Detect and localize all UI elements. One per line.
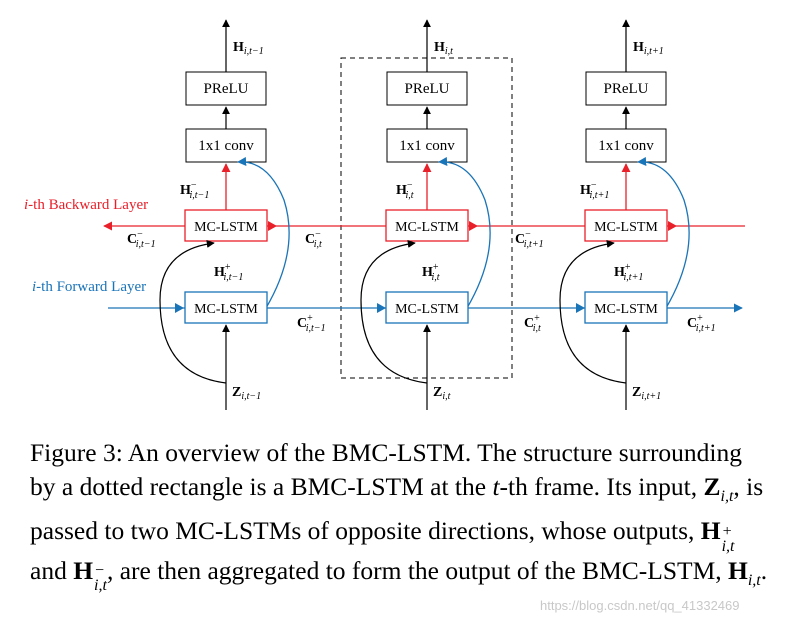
h-minus-label: H−i,t+1 [580, 180, 609, 201]
figure-caption: Figure 3: An overview of the BMC-LSTM. T… [30, 438, 768, 595]
mc-lstm-forward [584, 291, 668, 324]
cell-state-back-label: C−i,t [305, 229, 322, 250]
svg-text:1x1 conv: 1x1 conv [598, 138, 654, 154]
output-label: Hi,t−1 [233, 40, 264, 57]
block-t: Hi,t PReLU 1x1 conv H−i,t H+i,t MC-LSTM … [360, 19, 491, 410]
svg-text:1x1 conv: 1x1 conv [198, 138, 254, 154]
input-label: Zi,t−1 [232, 385, 261, 402]
svg-text:MC-LSTM: MC-LSTM [194, 302, 258, 317]
cell-state-fwd-label: C+i,t−1 [297, 313, 326, 334]
forward-layer-label: i-th Forward Layer [32, 279, 146, 295]
svg-text:PReLU: PReLU [204, 81, 249, 97]
svg-text:MC-LSTM: MC-LSTM [594, 302, 658, 317]
svg-text:MC-LSTM: MC-LSTM [594, 220, 658, 235]
svg-text:MC-LSTM: MC-LSTM [194, 220, 258, 235]
h-plus-label: H+i,t [422, 262, 440, 283]
svg-text:MC-LSTM: MC-LSTM [395, 220, 459, 235]
mc-lstm-backward [184, 209, 268, 242]
block-t-plus-1: Hi,t+1 PReLU 1x1 conv H−i,t+1 H+i,t+1 MC… [559, 19, 690, 410]
prelu-box [185, 71, 267, 106]
input-label: Zi,t [433, 385, 451, 402]
output-label: Hi,t [434, 40, 453, 57]
mc-lstm-forward [184, 291, 268, 324]
bmc-lstm-diagram: i-th Backward Layer i-th Forward Layer H… [24, 19, 745, 410]
mc-lstm-backward [385, 209, 469, 242]
cell-state-fwd-label: C+i,t+1 [687, 313, 716, 334]
h-minus-label: H−i,t [396, 180, 414, 201]
cell-state-back-label: C−i,t+1 [515, 229, 544, 250]
watermark: https://blog.csdn.net/qq_41332469 [540, 598, 740, 613]
conv-box [386, 128, 468, 163]
mc-lstm-forward [385, 291, 469, 324]
input-label: Zi,t+1 [632, 385, 661, 402]
h-plus-label: H+i,t−1 [214, 262, 243, 283]
cell-state-fwd-label: C+i,t [524, 313, 541, 334]
svg-text:PReLU: PReLU [405, 81, 450, 97]
block-t-minus-1: Hi,t−1 PReLU 1x1 conv H−i,t−1 H+i,t−1 MC… [159, 19, 290, 410]
svg-text:PReLU: PReLU [604, 81, 649, 97]
output-label: Hi,t+1 [633, 40, 664, 57]
conv-box [185, 128, 267, 163]
backward-layer-label: i-th Backward Layer [24, 197, 148, 213]
svg-text:MC-LSTM: MC-LSTM [395, 302, 459, 317]
svg-text:1x1 conv: 1x1 conv [399, 138, 455, 154]
mc-lstm-backward [584, 209, 668, 242]
cell-state-back-label: C−i,t−1 [127, 229, 156, 250]
prelu-box [386, 71, 468, 106]
h-plus-label: H+i,t+1 [614, 262, 643, 283]
conv-box [585, 128, 667, 163]
h-minus-label: H−i,t−1 [180, 180, 209, 201]
prelu-box [585, 71, 667, 106]
